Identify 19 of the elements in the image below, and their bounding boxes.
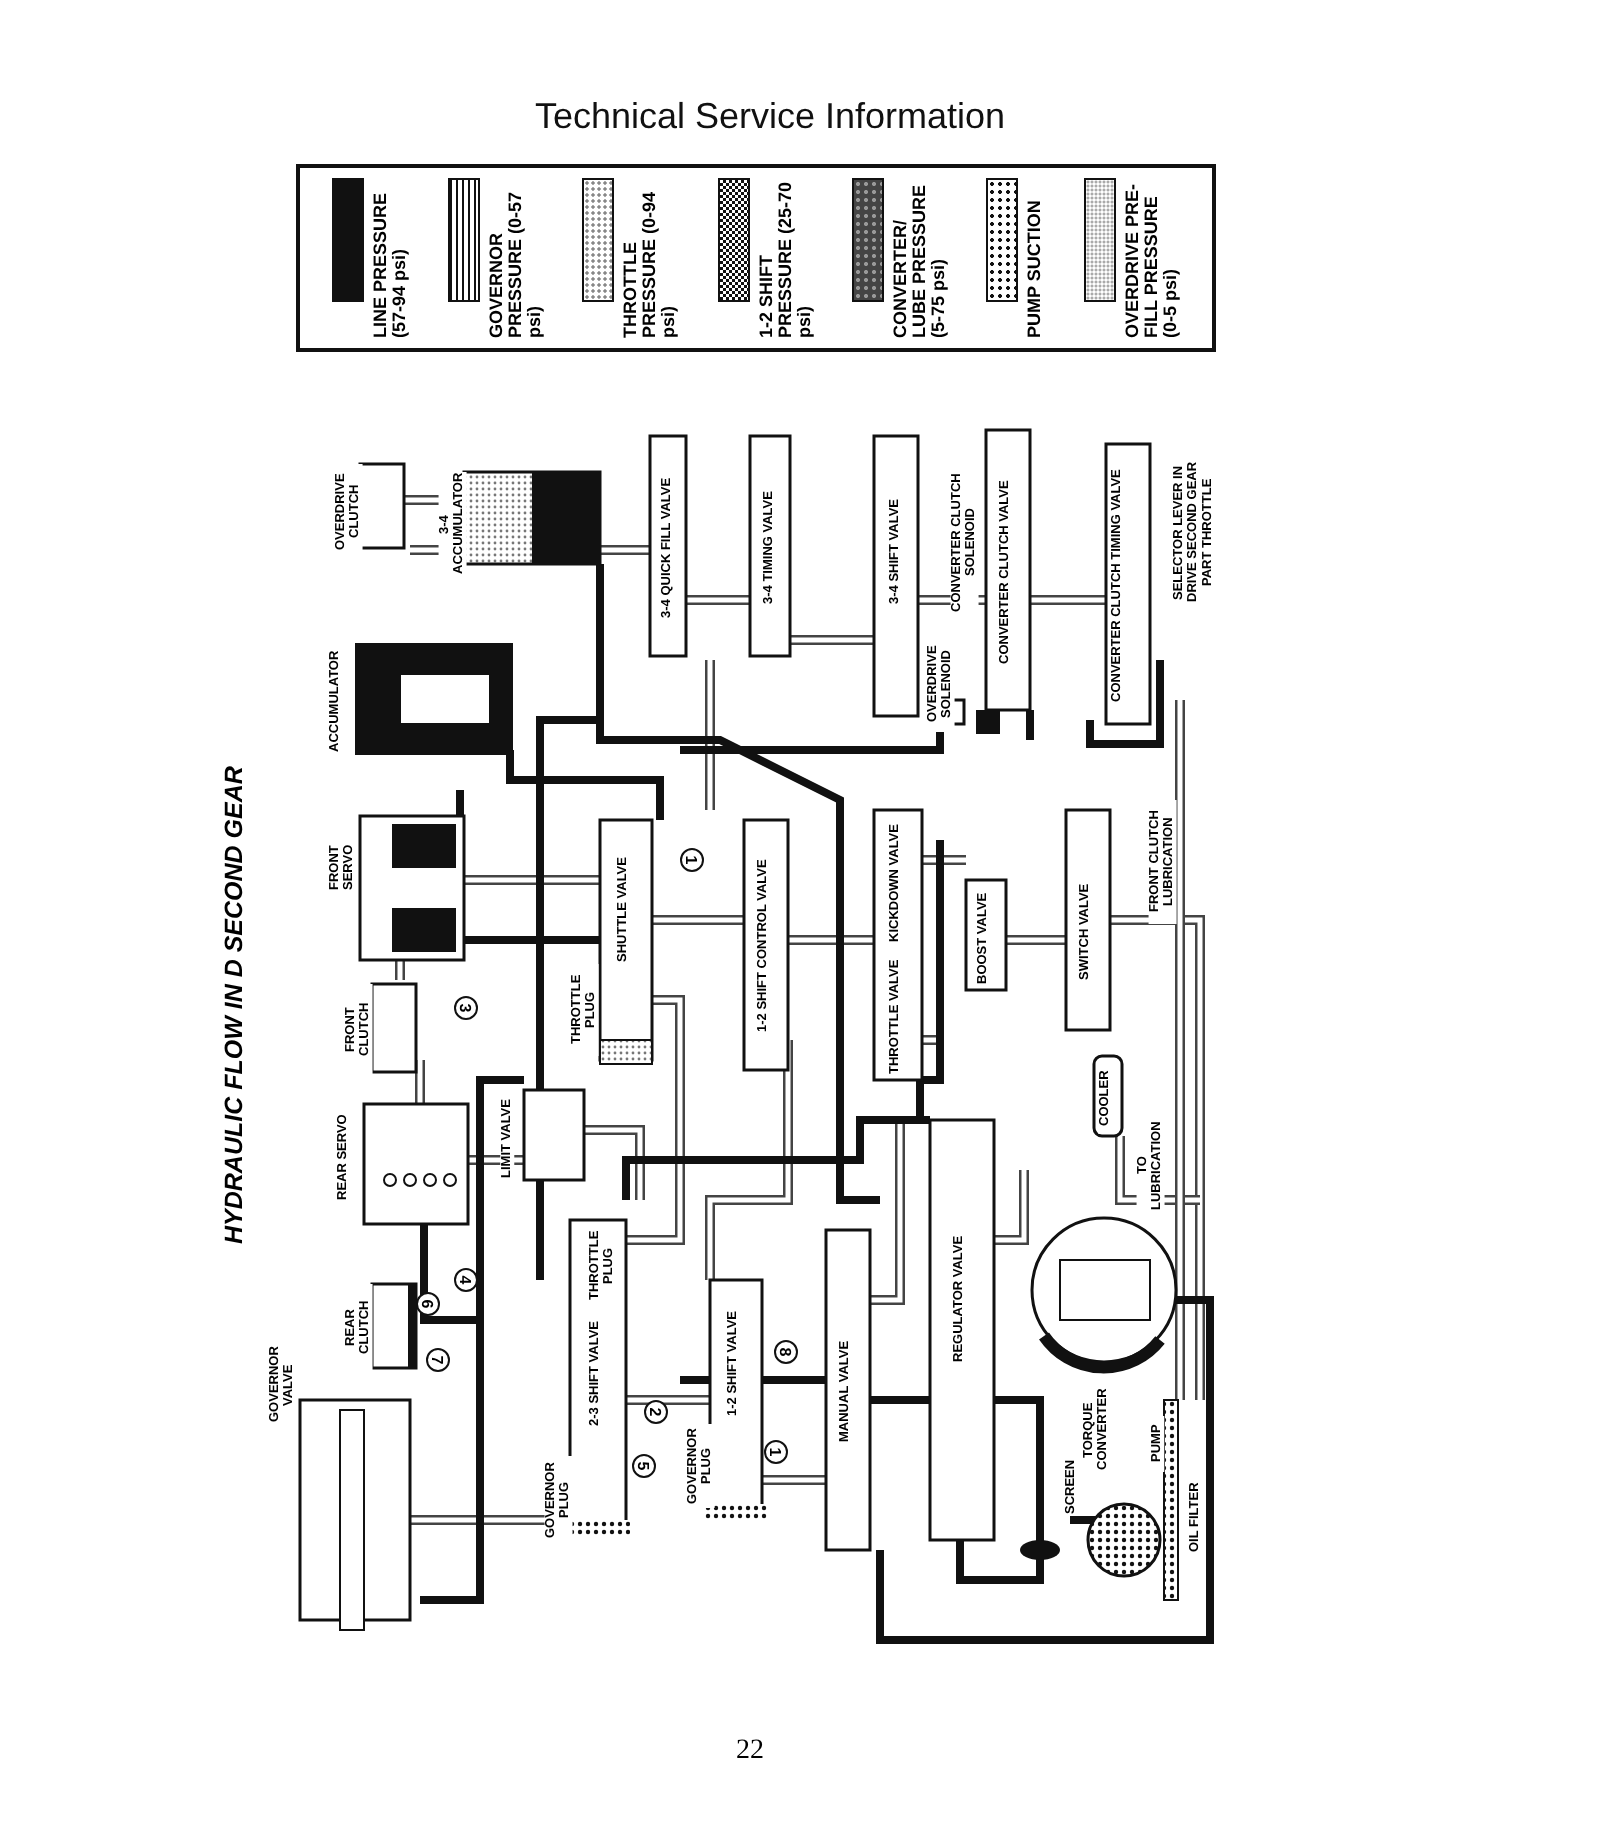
- legend-label: CONVERTER/ LUBE PRESSURE (5-75 psi): [892, 182, 949, 338]
- check-ball-number: 2: [644, 1400, 668, 1424]
- check-ball-number: 5: [632, 1454, 656, 1478]
- check-ball-number: 4: [454, 1268, 478, 1292]
- legend-label: GOVERNOR PRESSURE (0-57 psi): [487, 189, 544, 338]
- check-ball-number: 7: [426, 1348, 450, 1372]
- check-ball-number: 6: [416, 1292, 440, 1316]
- check-ball-number: 1: [680, 848, 704, 872]
- page-number: 22: [734, 1736, 766, 1768]
- legend-label: 1-2 SHIFT PRESSURE (25-70 psi): [757, 179, 814, 338]
- check-ball-number: 8: [774, 1340, 798, 1364]
- legend-label: THROTTLE PRESSURE (0-94 psi): [622, 189, 679, 338]
- check-ball-number: 1: [764, 1440, 788, 1464]
- header-title: Technical Service Information: [532, 96, 1008, 138]
- legend-label: PUMP SUCTION: [1026, 198, 1046, 338]
- legend-label: LINE PRESSURE (57-94 psi): [371, 190, 409, 338]
- legend-label: OVERDRIVE PRE-FILL PRESSURE (0-5 psi): [1124, 181, 1181, 338]
- check-ball-number: 3: [454, 996, 478, 1020]
- diagram-title: HYDRAULIC FLOW IN D SECOND GEAR: [220, 764, 248, 1244]
